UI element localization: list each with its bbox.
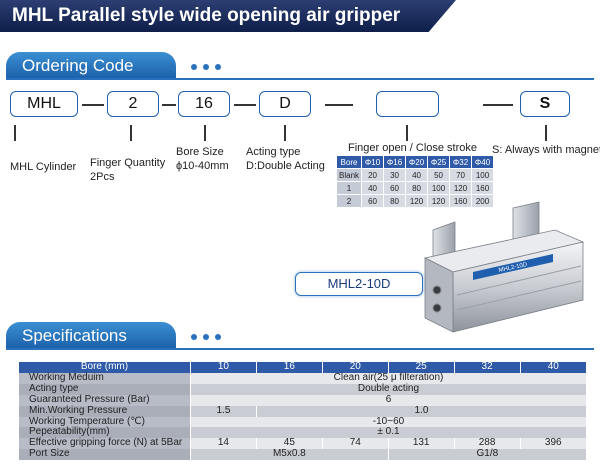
code-box-magnet: S (520, 91, 570, 117)
spec-cell: -10~60 (189, 416, 586, 428)
table-row: Working Temperature (℃)-10~60 (18, 416, 586, 428)
specifications-header: Specifications (0, 322, 600, 350)
spec-cell: 14 (189, 437, 257, 450)
spec-row-label: Port Size (18, 448, 191, 461)
spec-cell: Clean air(25 μ filteration) (189, 372, 586, 384)
spec-cell: 1.5 (189, 405, 257, 417)
code-box-series: MHL (10, 91, 78, 117)
label-acting-value: D:Double Acting (246, 160, 325, 172)
spec-header-cell: 16 (255, 361, 323, 373)
code-box-bore: 16 (178, 91, 230, 117)
spec-cell: 6 (189, 394, 586, 406)
stroke-table: Bore Φ10 Φ16 Φ20 Φ25 Φ32 Φ40 Blank 20 30… (335, 155, 495, 208)
spec-cell: Double acting (189, 383, 586, 395)
code-box-finger-qty: 2 (107, 91, 159, 117)
ordering-code-header: Ordering Code (0, 52, 600, 80)
spec-cell: 74 (321, 437, 389, 450)
code-box-acting: D (259, 91, 311, 117)
spec-row-label: Acting type (18, 383, 191, 395)
spec-row-label: Effective gripping force (N) at 5Bar (18, 437, 191, 450)
label-finger-qty: Finger Quantity (90, 157, 166, 169)
spec-header-cell: 20 (321, 361, 389, 373)
spec-header-cell: 10 (189, 361, 257, 373)
spec-row-label: Guaranteed Pressure (Bar) (18, 394, 191, 406)
spec-header-cell: 25 (387, 361, 455, 373)
code-box-stroke (376, 91, 439, 117)
spec-row-label: Working Temperature (℃) (18, 416, 191, 428)
spec-row-label: Working Meduim (18, 372, 191, 384)
ordering-code-heading: Ordering Code (6, 52, 176, 80)
label-cylinder: MHL Cylinder (10, 161, 77, 173)
spec-cell: 396 (519, 437, 586, 450)
label-bore: Bore Size (176, 146, 224, 158)
spec-row-label: Pepeatability(mm) (18, 427, 191, 439)
spec-cell: G1/8 (387, 448, 586, 461)
spec-header-bore: Bore (mm) (18, 361, 191, 373)
label-stroke: Finger open / Close stroke (348, 142, 478, 154)
table-row: Blank 20 30 40 50 70 100 (335, 168, 495, 182)
spec-cell: 45 (255, 437, 323, 450)
spec-cell: 131 (387, 437, 455, 450)
spec-header-cell: 40 (519, 361, 586, 373)
model-badge: MHL2-10D (295, 272, 423, 296)
spec-cell: 1.0 (255, 405, 586, 417)
label-magnet: S: Always with magnet (492, 144, 600, 156)
spec-cell: M5x0.8 (189, 448, 389, 461)
specifications-heading: Specifications (6, 322, 176, 350)
spec-header-cell: 32 (453, 361, 521, 373)
spec-cell: ± 0.1 (189, 427, 586, 439)
table-row: Guaranteed Pressure (Bar)6 (18, 394, 586, 406)
table-row: 2 60 80 120 120 160 200 (335, 194, 495, 208)
gripper-product-image: MHL2-10D (423, 201, 585, 333)
table-row: 1 40 60 80 100 120 160 (335, 181, 495, 195)
page-title: MHL Parallel style wide opening air grip… (0, 0, 456, 32)
spec-row-label: Min.Working Pressure (18, 405, 191, 417)
spec-cell: 288 (453, 437, 521, 450)
label-bore-value: ϕ10-40mm (176, 160, 229, 172)
label-acting: Acting type (246, 146, 301, 158)
stroke-table-header: Bore Φ10 Φ16 Φ20 Φ25 Φ32 Φ40 (335, 155, 495, 169)
label-finger-qty-value: 2Pcs (90, 171, 115, 183)
table-row: Pepeatability(mm)± 0.1 (18, 427, 586, 439)
